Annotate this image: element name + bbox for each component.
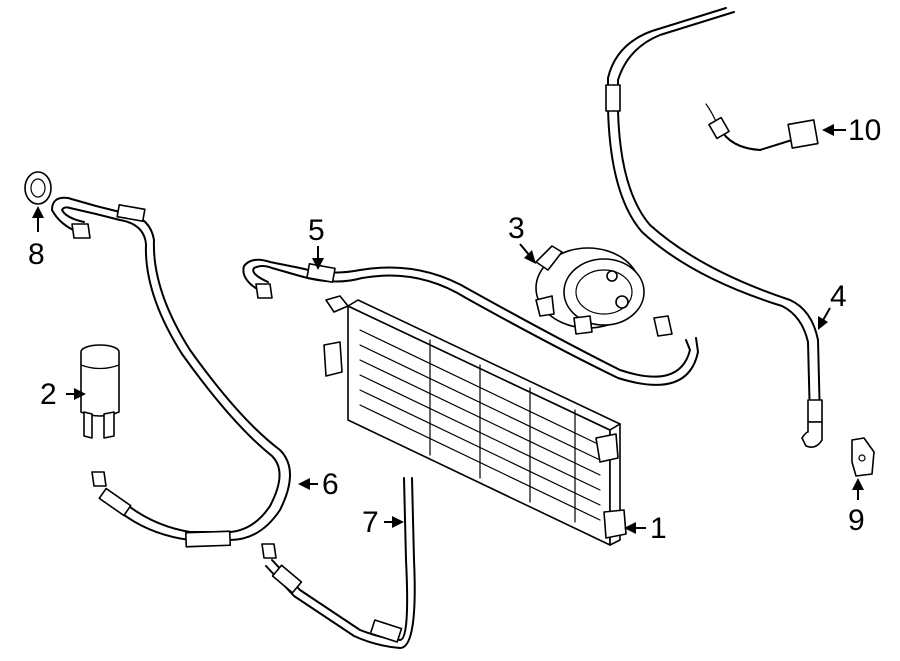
callout-6: 6 [322,468,339,501]
callout-1: 1 [650,512,667,545]
discharge-hose [605,7,823,448]
suction-hose [242,258,699,386]
callout-2: 2 [40,378,57,411]
lower-hose [261,477,416,649]
liquid-line [51,196,291,548]
pressure-switch [705,103,819,151]
bracket [851,437,875,477]
callout-arrows [32,124,864,534]
callout-9: 9 [848,504,865,537]
callout-10: 10 [848,114,881,147]
receiver-drier [80,344,120,439]
callout-5: 5 [308,214,325,247]
callout-3: 3 [508,212,525,245]
callout-8: 8 [28,238,45,271]
callout-7: 7 [362,506,379,539]
condenser [323,295,627,546]
callout-4: 4 [830,280,847,313]
compressor [535,245,645,335]
cap [24,171,52,205]
